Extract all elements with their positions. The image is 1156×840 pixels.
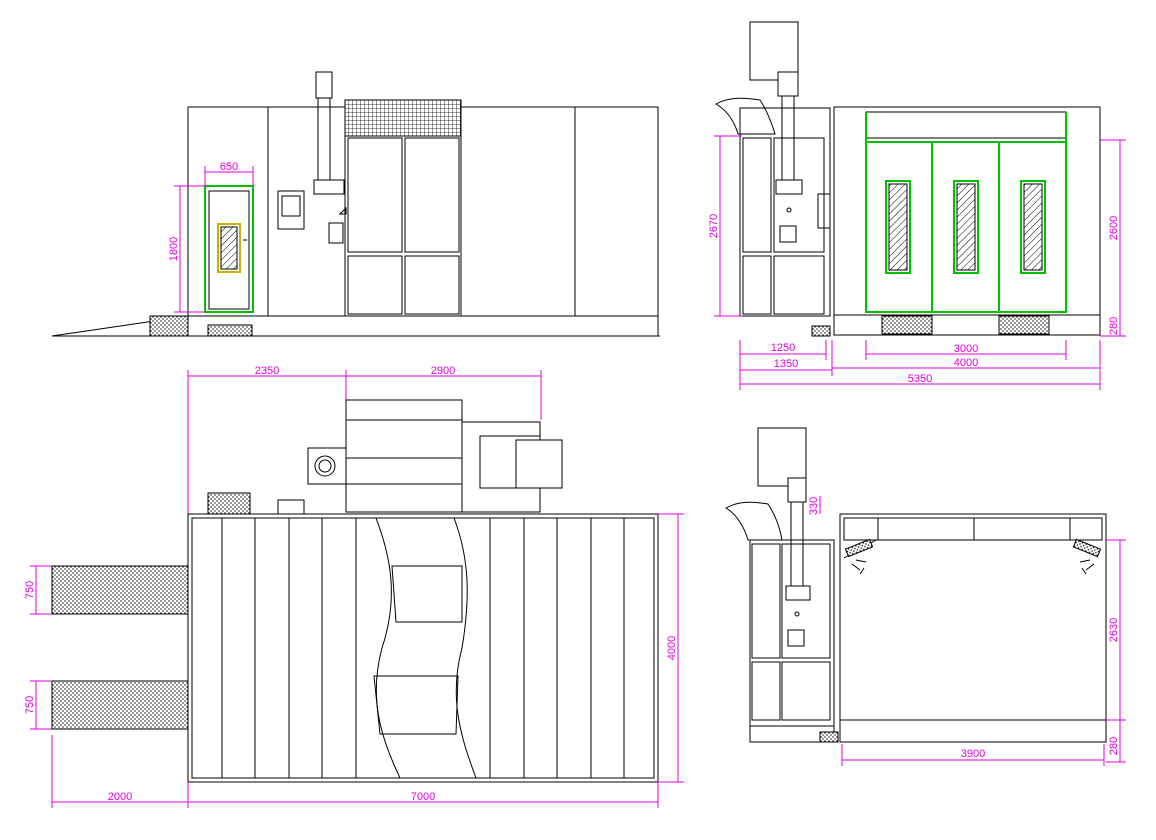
- side-left-width2-dimension: 1350: [740, 340, 833, 376]
- section-base-label: 280: [1108, 737, 1120, 755]
- side-door-height-label: 2600: [1108, 216, 1120, 240]
- plan-view: 2350 2900: [24, 365, 684, 808]
- side-base-height-label: 280: [1108, 317, 1120, 335]
- front-door-width-dimension: 650: [204, 161, 254, 186]
- side-base-height-dimension: 280: [1100, 316, 1126, 337]
- side-total-height-dimension: 2670: [708, 135, 742, 317]
- side-inner-width-dimension: 3000: [865, 340, 1067, 360]
- section-height-label: 2630: [1108, 618, 1120, 642]
- section-view: 330 2630 280 3900: [725, 427, 1126, 766]
- section-base-dimension: 280: [1106, 720, 1126, 763]
- side-elevation-view: 2670 2600 280 1250 1350 3000: [708, 21, 1126, 390]
- plan-depth-label: 4000: [666, 636, 678, 660]
- plan-length-dimension: 7000: [188, 782, 659, 808]
- side-total-width-dimension: 5350: [740, 373, 1100, 385]
- side-total-width-label: 5350: [908, 373, 932, 385]
- plan-top-right-label: 2900: [431, 365, 455, 377]
- section-height-dimension: 2630: [1106, 539, 1126, 721]
- plan-ramp-length-label: 2000: [108, 791, 132, 803]
- plan-duct-1-dimension: 750: [24, 565, 52, 615]
- side-inner-width2-dimension: 4000: [832, 340, 1101, 390]
- plan-duct-1-label: 750: [24, 581, 36, 599]
- side-inner-width-label: 3000: [954, 343, 978, 355]
- side-left-width-label: 1250: [771, 342, 795, 354]
- plan-duct-2-label: 750: [24, 696, 36, 714]
- side-total-height-label: 2670: [708, 214, 720, 238]
- plan-duct-2-dimension: 750: [24, 680, 52, 730]
- front-door-height-dimension: 1800: [168, 185, 205, 313]
- side-left-width-dimension: 1250: [739, 340, 827, 390]
- section-top-label: 330: [808, 497, 820, 515]
- plan-top-left-dimension: 2350: [187, 365, 347, 514]
- plan-length-label: 7000: [411, 791, 435, 803]
- section-width-label: 3900: [961, 748, 985, 760]
- plan-top-left-label: 2350: [255, 365, 279, 377]
- plan-ramp-length-dimension: 2000: [51, 735, 189, 808]
- side-inner-width2-label: 4000: [954, 357, 978, 369]
- plan-depth-dimension: 4000: [658, 513, 684, 783]
- section-width-dimension: 3900: [841, 744, 1105, 766]
- side-door-height-dimension: 2600: [1100, 139, 1126, 316]
- section-top-dimension: 330: [808, 496, 821, 515]
- side-left-width2-label: 1350: [774, 358, 798, 370]
- front-door-height-label: 1800: [168, 237, 180, 261]
- front-door-width-label: 650: [220, 161, 238, 173]
- front-elevation-view: 650 1800: [51, 71, 660, 337]
- plan-top-right-dimension: 2900: [346, 365, 542, 420]
